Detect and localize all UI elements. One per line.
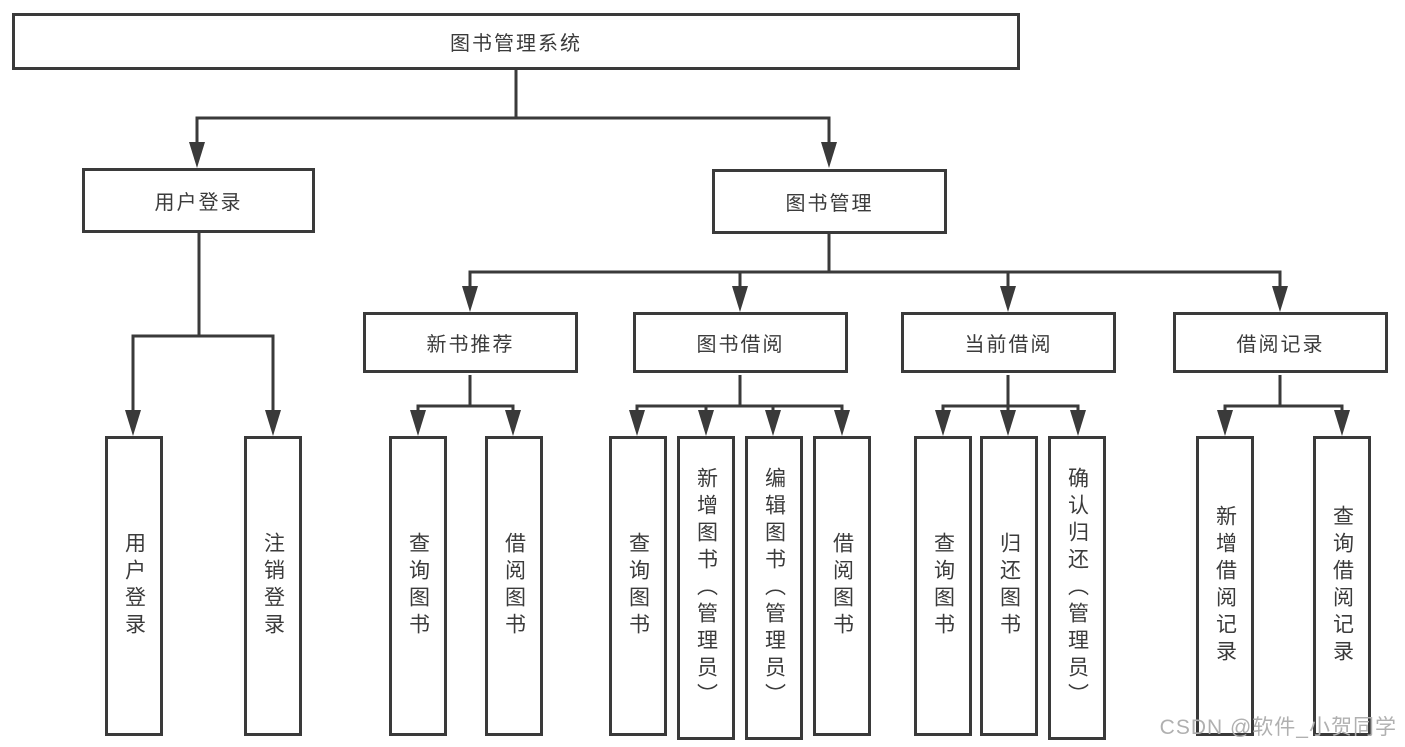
leaf-label: 借阅图书 bbox=[502, 532, 526, 640]
node-leaf-add-books-admin: 新增图书（管理员） bbox=[677, 436, 735, 740]
node-root: 图书管理系统 bbox=[12, 13, 1020, 70]
node-leaf-user-login: 用户登录 bbox=[105, 436, 163, 736]
node-book-management: 图书管理 bbox=[712, 169, 947, 234]
node-leaf-query-books-recommend: 查询图书 bbox=[389, 436, 447, 736]
connector-bookborrow-to-children bbox=[635, 375, 844, 414]
node-book-borrow: 图书借阅 bbox=[633, 312, 848, 373]
connector-currentborrow-to-children bbox=[941, 375, 1080, 414]
connector-userlogin-to-children bbox=[131, 233, 275, 414]
leaf-label: 借阅图书 bbox=[830, 532, 854, 640]
node-leaf-edit-books-admin: 编辑图书（管理员） bbox=[745, 436, 803, 740]
leaf-label: 新增借阅记录 bbox=[1213, 505, 1237, 667]
leaf-label: 查询图书 bbox=[406, 532, 430, 640]
node-borrow-records: 借阅记录 bbox=[1173, 312, 1388, 373]
connector-borrowrecords-to-children bbox=[1223, 375, 1344, 414]
node-leaf-query-borrow-record: 查询借阅记录 bbox=[1313, 436, 1371, 736]
node-user-login: 用户登录 bbox=[82, 168, 315, 233]
node-leaf-confirm-return-admin: 确认归还（管理员） bbox=[1048, 436, 1106, 740]
csdn-watermark: CSDN @软件_小贺同学 bbox=[1159, 716, 1397, 739]
connector-root-to-level2 bbox=[195, 70, 831, 146]
connector-newbook-to-children bbox=[416, 375, 515, 414]
node-leaf-logout: 注销登录 bbox=[244, 436, 302, 736]
node-current-borrow: 当前借阅 bbox=[901, 312, 1116, 373]
leaf-label: 编辑图书（管理员） bbox=[762, 466, 786, 710]
leaf-label: 查询图书 bbox=[931, 532, 955, 640]
leaf-label: 注销登录 bbox=[261, 532, 285, 640]
node-leaf-query-books-current: 查询图书 bbox=[914, 436, 972, 736]
node-leaf-return-books: 归还图书 bbox=[980, 436, 1038, 736]
leaf-label: 新增图书（管理员） bbox=[694, 466, 718, 710]
node-leaf-add-borrow-record: 新增借阅记录 bbox=[1196, 436, 1254, 736]
leaf-label: 用户登录 bbox=[122, 532, 146, 640]
leaf-label: 查询图书 bbox=[626, 532, 650, 640]
leaf-label: 归还图书 bbox=[997, 532, 1021, 640]
node-leaf-borrow-books-recommend: 借阅图书 bbox=[485, 436, 543, 736]
connector-bookmgmt-to-level3 bbox=[468, 234, 1282, 290]
leaf-label: 确认归还（管理员） bbox=[1065, 466, 1089, 710]
leaf-label: 查询借阅记录 bbox=[1330, 505, 1354, 667]
node-new-book-recommend: 新书推荐 bbox=[363, 312, 578, 373]
node-leaf-query-books-borrow: 查询图书 bbox=[609, 436, 667, 736]
node-leaf-borrow-books: 借阅图书 bbox=[813, 436, 871, 736]
